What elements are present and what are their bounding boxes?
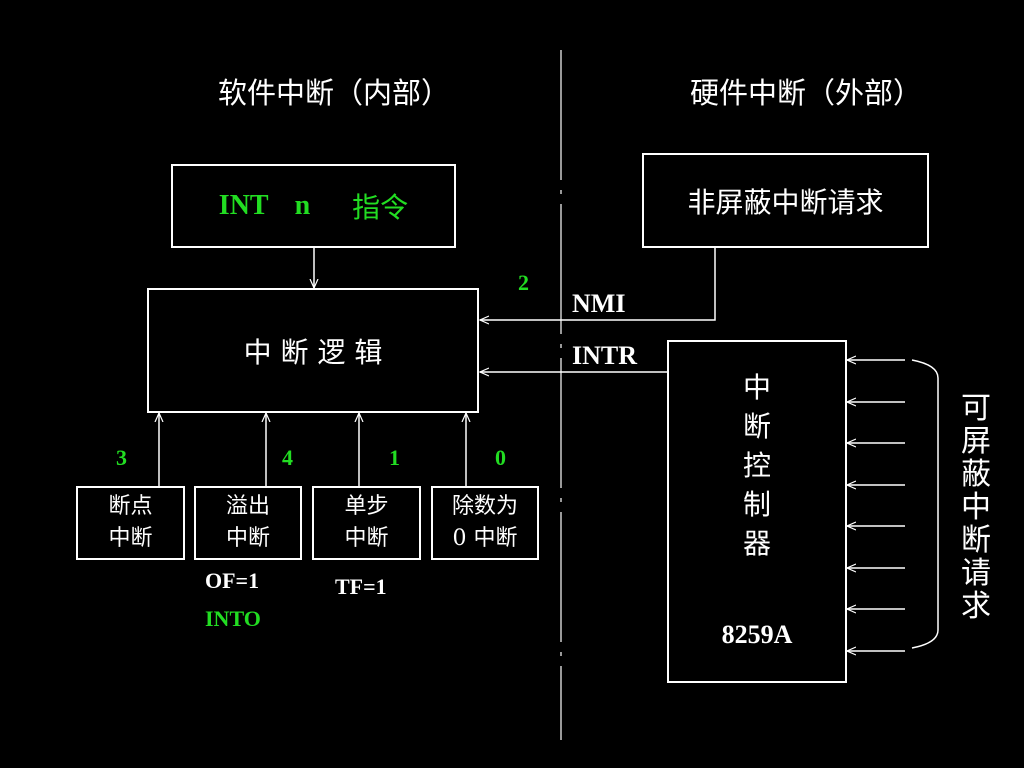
interrupt-logic-box: 中 断 逻 辑	[147, 288, 479, 413]
divide-number: 0	[495, 445, 506, 470]
interrupt-controller-box: 中 断 控 制 器 8259A	[667, 340, 847, 683]
source-label-line2: 0 中断	[452, 526, 518, 551]
trap-flag-condition: TF=1	[335, 574, 387, 599]
source-label-line1: 除数为	[451, 494, 518, 519]
single-step-number: 1	[389, 445, 400, 470]
software-interrupt-title: 软件中断（内部）	[218, 76, 451, 110]
controller-char: 中	[742, 371, 771, 404]
source-label-line2: 中断	[344, 526, 389, 551]
source-label-line2: 中断	[108, 526, 153, 551]
maskable-char: 断	[961, 523, 991, 558]
overflow-number: 4	[282, 445, 293, 470]
n-label: n	[294, 190, 311, 221]
breakpoint-interrupt-box: 断点 中断	[76, 486, 185, 560]
breakpoint-number: 3	[116, 445, 127, 470]
controller-char: 断	[742, 410, 771, 443]
source-label-line2: 中断	[225, 526, 270, 551]
controller-char: 制	[742, 488, 771, 521]
controller-model-label: 8259A	[721, 620, 793, 649]
source-label-line1: 断点	[108, 494, 153, 519]
hardware-interrupt-title: 硬件中断（外部）	[690, 76, 923, 110]
maskable-char: 蔽	[961, 457, 991, 492]
controller-label: 中 断 控 制 器	[669, 368, 845, 563]
maskable-char: 屏	[961, 424, 991, 459]
nmi-request-label: 非屏蔽中断请求	[687, 185, 884, 219]
overflow-flag-condition: OF=1	[205, 568, 260, 593]
nmi-number: 2	[518, 270, 529, 295]
maskable-char: 中	[961, 490, 991, 525]
nmi-request-box: 非屏蔽中断请求	[642, 153, 929, 248]
maskable-char: 求	[961, 589, 991, 624]
int-n-box: INT n 指令	[171, 164, 456, 248]
intr-signal-label: INTR	[572, 341, 638, 370]
int-label: INT	[218, 190, 269, 221]
maskable-char: 可	[961, 391, 991, 426]
maskable-char: 请	[961, 556, 991, 591]
nmi-arrow	[480, 248, 716, 320]
controller-char: 器	[742, 527, 771, 560]
nmi-signal-label: NMI	[572, 289, 626, 318]
maskable-request-label: 可 屏 蔽 中 断 请 求	[956, 392, 996, 623]
single-step-interrupt-box: 单步 中断	[312, 486, 421, 560]
divide-by-zero-interrupt-box: 除数为 0 中断	[431, 486, 539, 560]
maskable-brace	[911, 359, 939, 649]
overflow-interrupt-box: 溢出 中断	[194, 486, 302, 560]
source-label-line1: 单步	[344, 494, 389, 519]
into-instruction-label: INTO	[205, 606, 261, 631]
controller-char: 控	[742, 449, 771, 482]
irq-input-arrows	[847, 360, 905, 651]
instruction-label: 指令	[352, 191, 409, 224]
interrupt-logic-label: 中 断 逻 辑	[243, 335, 383, 369]
source-label-line1: 溢出	[225, 494, 270, 519]
